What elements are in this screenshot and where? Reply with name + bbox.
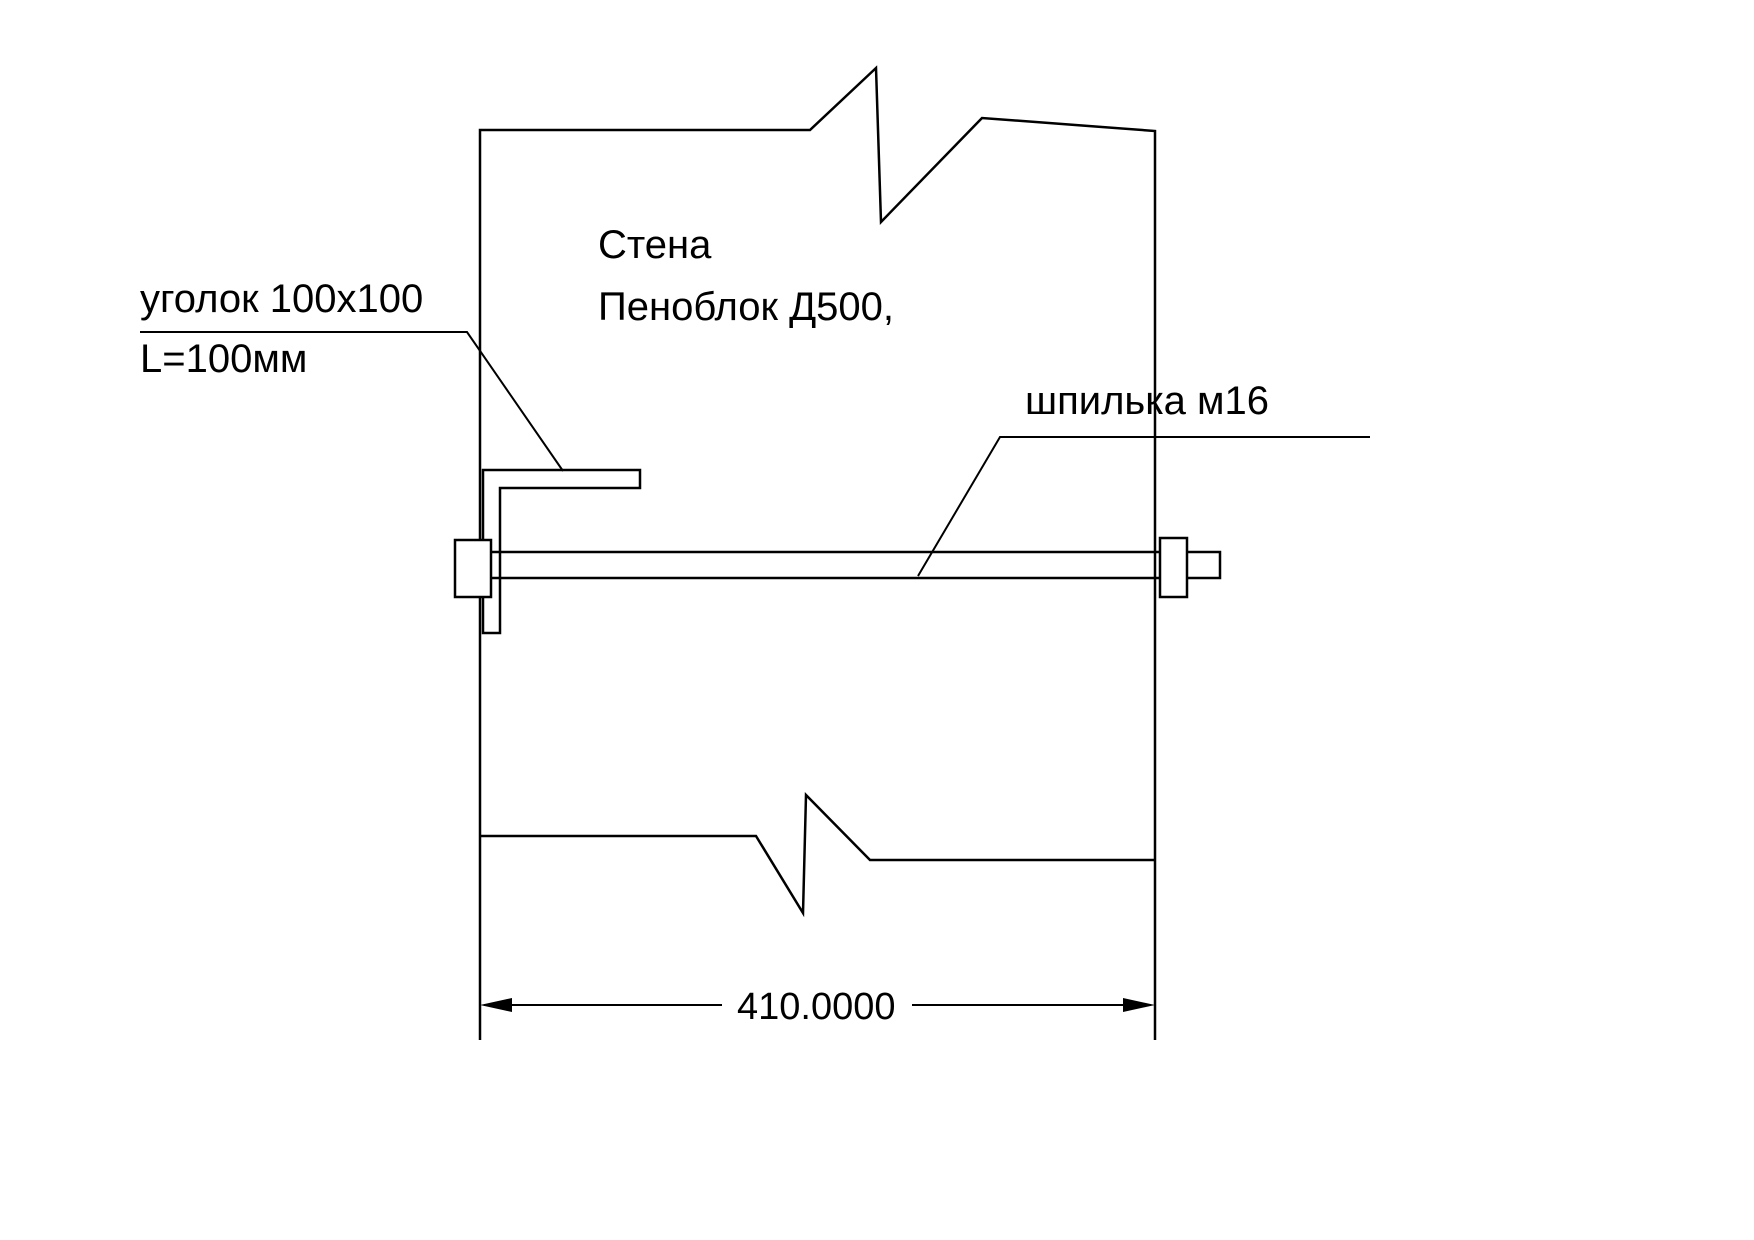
angle-label-line2: L=100мм (140, 337, 307, 381)
wall-label-line1: Стена (598, 223, 712, 267)
dimension-arrow-right (1123, 998, 1155, 1012)
anchor-plate (453, 538, 493, 599)
angle-leader-line (140, 331, 564, 472)
wall-label-line2: Пеноблок Д500, (598, 285, 894, 329)
dimension-arrow-left (480, 998, 512, 1012)
wall-outline (478, 65, 1157, 1040)
angle-label-line1: уголок 100x100 (140, 277, 423, 321)
stud-label: шпилька м16 (1025, 379, 1269, 423)
stud-nut (1158, 536, 1189, 599)
stud-rod (473, 550, 1222, 580)
angle-bracket (481, 468, 642, 635)
dimension-value: 410.0000 (737, 986, 896, 1028)
stud-leader-line (917, 436, 1370, 577)
